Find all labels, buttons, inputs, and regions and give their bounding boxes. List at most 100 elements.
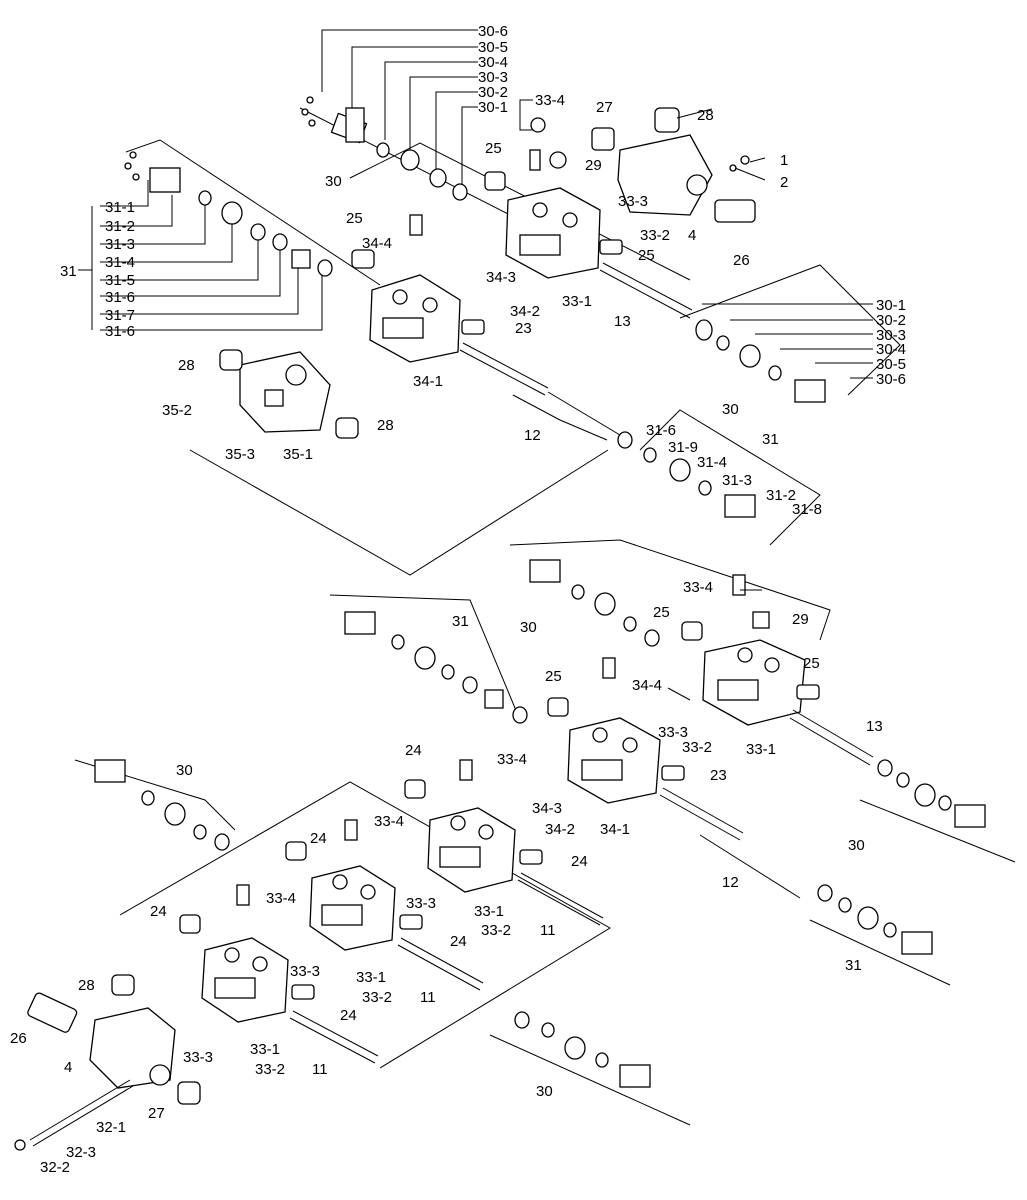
label-30-c: 30 [176, 762, 193, 779]
label-32-3: 32-3 [66, 1144, 96, 1161]
label-35-2: 35-2 [162, 402, 192, 419]
label-34-1-b: 34-1 [600, 821, 630, 838]
label-31-4-b: 31-4 [697, 454, 727, 471]
label-33-4-c: 33-4 [497, 751, 527, 768]
top-end-cover-4 [591, 107, 756, 223]
middle-30-parts [344, 559, 986, 955]
spool-13-top [599, 262, 693, 319]
label-30-5-r: 30-5 [876, 356, 906, 373]
frame-lines-middle [329, 539, 1016, 986]
label-13-b: 13 [866, 718, 883, 735]
label-31-6-c: 31-6 [646, 422, 676, 439]
label-34-2-a: 34-2 [510, 303, 540, 320]
label-33-3-c: 33-3 [406, 895, 436, 912]
label-33-4-a: 33-4 [535, 92, 565, 109]
top-valve-body-33 [484, 117, 623, 279]
label-11-c: 11 [312, 1061, 328, 1078]
label-35-1: 35-1 [283, 446, 313, 463]
label-25-d: 25 [653, 604, 670, 621]
body-33-1-bottom-c [179, 884, 315, 1023]
label-11-b: 11 [420, 989, 436, 1006]
label-31-3: 31-3 [105, 236, 135, 253]
label-35-3: 35-3 [225, 446, 255, 463]
left-31-parts [124, 151, 333, 277]
label-30-d: 30 [848, 837, 865, 854]
leader-lines-31 [78, 139, 381, 331]
label-31-c: 31 [452, 613, 469, 630]
label-30-2: 30-2 [478, 84, 508, 101]
label-26-b: 26 [10, 1030, 27, 1047]
body-33-1-bottom-b [285, 819, 423, 951]
label-30-3-r: 30-3 [876, 327, 906, 344]
label-33-1-c: 33-1 [474, 903, 504, 920]
label-27-b: 27 [148, 1105, 165, 1122]
callout-labels: 30-6 30-5 30-4 30-3 30-2 30-1 33-4 27 28… [10, 23, 906, 1176]
frame-lines-top [189, 264, 901, 576]
label-25-b: 25 [638, 247, 655, 264]
label-33-4-d: 33-4 [374, 813, 404, 830]
label-31-6-b: 31-6 [105, 323, 135, 340]
top-cap-assembly [301, 96, 468, 201]
label-33-2-a: 33-2 [640, 227, 670, 244]
label-34-4-b: 34-4 [632, 677, 662, 694]
label-24-e: 24 [450, 933, 467, 950]
label-30-1: 30-1 [478, 99, 508, 116]
label-33-1-a: 33-1 [562, 293, 592, 310]
label-33-4-b: 33-4 [683, 579, 713, 596]
label-34-1-a: 34-1 [413, 373, 443, 390]
body-34-1-middle [547, 657, 685, 804]
label-30-e: 30 [536, 1083, 553, 1100]
label-33-1-b: 33-1 [746, 741, 776, 758]
label-31-4: 31-4 [105, 254, 135, 271]
label-34-2-b: 34-2 [545, 821, 575, 838]
bottom-left-cover-4 [14, 974, 201, 1151]
label-27-a: 27 [596, 99, 613, 116]
label-30-6-r: 30-6 [876, 371, 906, 388]
label-12-b: 12 [722, 874, 739, 891]
label-31-2: 31-2 [105, 218, 135, 235]
label-31-9: 31-9 [668, 439, 698, 456]
label-28-d: 28 [78, 977, 95, 994]
body-33-1-bottom-a [404, 759, 543, 893]
label-13-a: 13 [614, 313, 631, 330]
label-30-5: 30-5 [478, 39, 508, 56]
label-23-a: 23 [515, 320, 532, 337]
right-30-parts-top [617, 319, 826, 518]
label-34-3-b: 34-3 [532, 800, 562, 817]
label-30-4: 30-4 [478, 54, 508, 71]
label-31-d: 31 [845, 957, 862, 974]
label-31-5: 31-5 [105, 272, 135, 289]
spool-12-top [459, 342, 626, 441]
leader-lines-top-30 [299, 29, 691, 281]
spools-11 [289, 872, 604, 1064]
label-32-2: 32-2 [40, 1159, 70, 1176]
label-31-b: 31 [762, 431, 779, 448]
label-4-a: 4 [688, 227, 696, 244]
label-29-a: 29 [585, 157, 602, 174]
label-24-f: 24 [340, 1007, 357, 1024]
label-28-c: 28 [377, 417, 394, 434]
label-33-2-d: 33-2 [362, 989, 392, 1006]
label-33-2-b: 33-2 [682, 739, 712, 756]
label-30-3: 30-3 [478, 69, 508, 86]
label-30-6: 30-6 [478, 23, 508, 40]
label-31-2-b: 31-2 [766, 487, 796, 504]
label-33-3-a: 33-3 [618, 193, 648, 210]
bottom-30-parts [94, 759, 651, 1088]
label-30-b: 30 [520, 619, 537, 636]
label-23-b: 23 [710, 767, 727, 784]
label-24-d: 24 [150, 903, 167, 920]
label-31-8: 31-8 [792, 501, 822, 518]
label-34-4-a: 34-4 [362, 235, 392, 252]
label-30-4-r: 30-4 [876, 341, 906, 358]
label-28-a: 28 [697, 107, 714, 124]
label-33-4-e: 33-4 [266, 890, 296, 907]
label-26-a: 26 [733, 252, 750, 269]
label-29-b: 29 [792, 611, 809, 628]
label-33-3-e: 33-3 [183, 1049, 213, 1066]
label-24-b: 24 [310, 830, 327, 847]
label-31-1: 31-1 [105, 199, 135, 216]
label-31-a: 31 [60, 263, 77, 280]
label-33-3-d: 33-3 [290, 963, 320, 980]
